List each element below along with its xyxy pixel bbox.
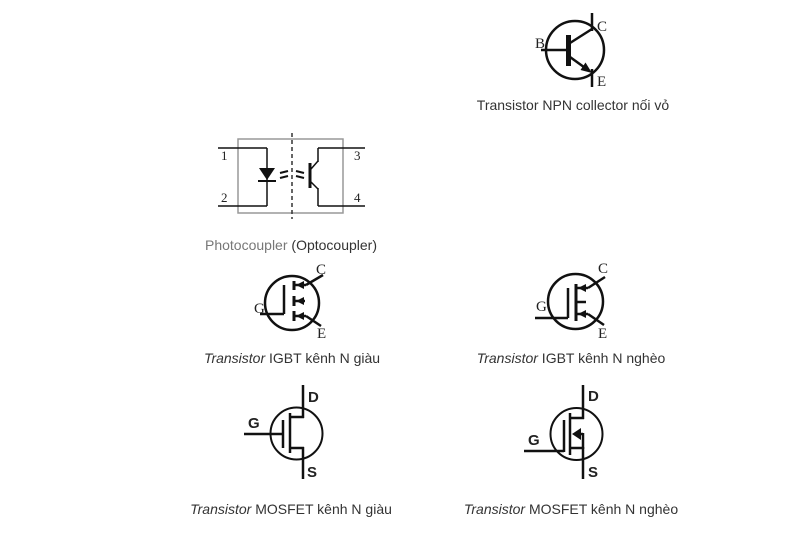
igbt-dep-emitter-label: E xyxy=(598,326,607,342)
mosfet-dep-caption-rest: MOSFET kênh N nghèo xyxy=(528,501,679,517)
npn-emitter-arrow-icon xyxy=(580,62,592,73)
igbt-enh-emitter-label: E xyxy=(317,326,326,342)
igbt-enh-collector-lead xyxy=(305,273,324,287)
npn-base-bar xyxy=(566,35,571,66)
mosfet-enh-caption-italic: Transistor xyxy=(190,501,252,517)
npn-base-label: B xyxy=(535,36,545,52)
igbt-depletion-caption: Transistor IGBT kênh N nghèo xyxy=(477,349,666,367)
optocoupler-package-box xyxy=(237,138,344,214)
mosfet-enh-source-label: S xyxy=(307,464,317,481)
npn-emitter-label: E xyxy=(597,74,606,90)
igbt-enh-collector-label: C xyxy=(316,262,326,278)
igbt-dep-emitter-lead xyxy=(587,312,605,327)
optocoupler-caption-alt: (Optocoupler) xyxy=(291,237,377,253)
igbt-dep-caption-rest: IGBT kênh N nghèo xyxy=(541,350,666,366)
pin-1-label: 1 xyxy=(221,148,228,163)
igbt-enh-caption-rest: IGBT kênh N giàu xyxy=(269,350,381,366)
mosfet-dep-caption-italic: Transistor xyxy=(463,501,526,517)
igbt-enhancement-symbol xyxy=(260,273,324,332)
mosfet-enh-drain-label: D xyxy=(308,389,319,406)
phototransistor-collector xyxy=(310,160,319,170)
pin-2-label: 2 xyxy=(221,190,228,205)
mosfet-enhancement-symbol xyxy=(244,385,324,479)
optocoupler-symbol xyxy=(218,133,365,219)
mosfet-enh-gate-label: G xyxy=(248,415,260,432)
igbt-enh-gate-label: G xyxy=(254,301,265,317)
phototransistor-emitter xyxy=(310,181,319,190)
igbt-dep-collector-lead xyxy=(587,275,606,290)
igbt-dep-envelope-circle xyxy=(546,272,605,331)
igbt-enh-arrow-top-icon xyxy=(296,281,304,289)
mosfet-depletion-caption: Transistor MOSFET kênh N nghèo xyxy=(464,500,678,518)
pin-4-label: 4 xyxy=(354,190,361,205)
npn-collector-line xyxy=(569,27,593,45)
igbt-dep-arrow-bottom-icon xyxy=(578,310,586,318)
optocoupler-caption: Photocoupler (Optocoupler) xyxy=(205,236,377,254)
igbt-enh-arrow-bottom-icon xyxy=(296,312,304,320)
igbt-enh-caption-italic: Transistor xyxy=(203,350,266,366)
pin-3-label: 3 xyxy=(354,148,361,163)
mosfet-dep-envelope-circle xyxy=(549,407,604,461)
igbt-enhancement-caption: Transistor IGBT kênh N giàu xyxy=(204,349,380,367)
optocoupler-caption-main: Photocoupler xyxy=(205,237,288,253)
igbt-dep-arrow-top-icon xyxy=(578,284,586,292)
mosfet-enh-caption-rest: MOSFET kênh N giàu xyxy=(255,501,392,517)
igbt-enh-arrow-mid-icon xyxy=(296,297,304,305)
mosfet-dep-source-label: S xyxy=(588,464,598,481)
mosfet-enhancement-caption: Transistor MOSFET kênh N giàu xyxy=(190,500,392,518)
npn-collector-label: C xyxy=(597,19,607,35)
igbt-enh-envelope-circle xyxy=(263,274,321,332)
npn-caption: Transistor NPN collector nối vỏ xyxy=(477,96,669,114)
igbt-dep-collector-label: C xyxy=(598,261,608,277)
light-ray-1 xyxy=(279,170,289,174)
igbt-depletion-symbol xyxy=(535,272,606,331)
light-ray-4 xyxy=(295,175,305,179)
igbt-dep-caption-italic: Transistor xyxy=(476,350,538,366)
igbt-enh-emitter-lead xyxy=(305,314,322,328)
npn-transistor-symbol xyxy=(541,13,606,87)
led-diode-icon xyxy=(259,168,275,180)
light-ray-3 xyxy=(295,170,305,174)
mosfet-depletion-symbol xyxy=(524,385,604,479)
igbt-dep-gate-label: G xyxy=(536,299,547,315)
mosfet-dep-gate-label: G xyxy=(528,432,540,449)
mosfet-dep-drain-label: D xyxy=(588,388,599,405)
light-ray-2 xyxy=(279,175,289,179)
mosfet-dep-body-arrow-icon xyxy=(572,428,581,440)
npn-caption-text: Transistor NPN collector nối vỏ xyxy=(476,97,670,113)
